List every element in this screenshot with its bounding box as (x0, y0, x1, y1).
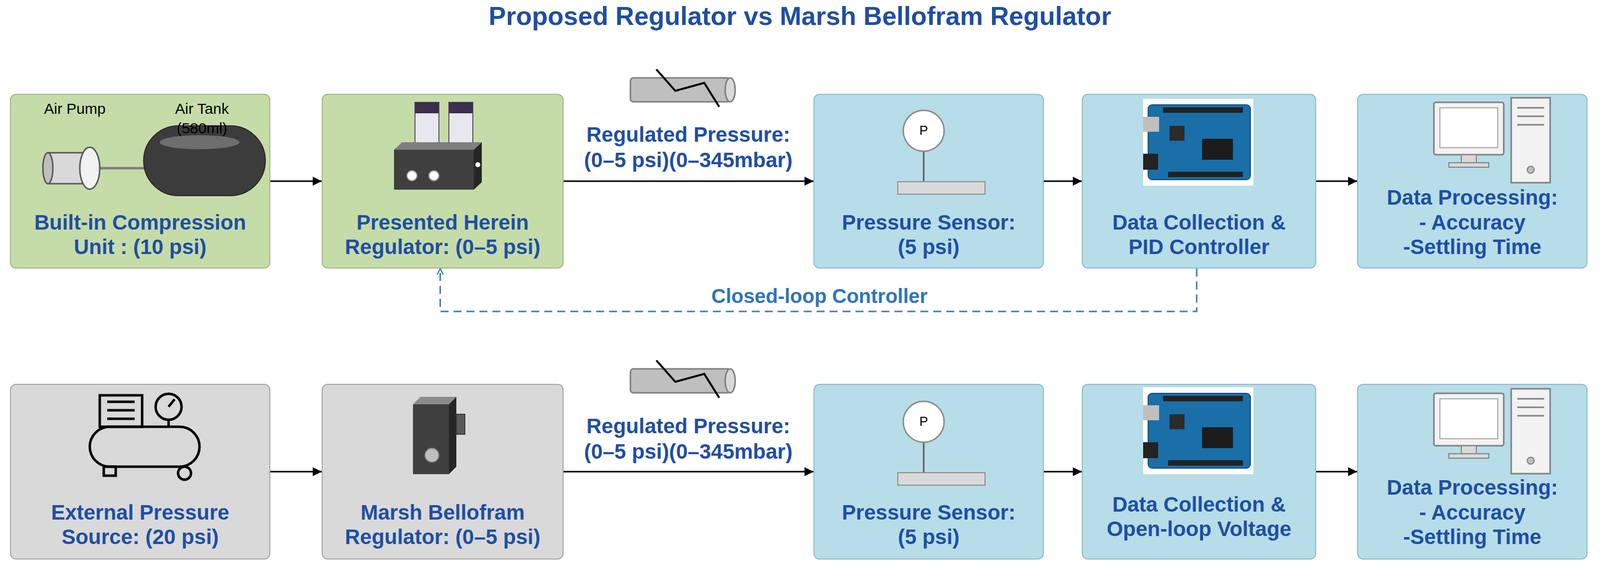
tube-icon (630, 360, 736, 398)
feedback-arrow (440, 268, 1198, 312)
sensor-symbol-label: P (908, 412, 939, 430)
node-text: Marsh Bellofram Regulator: (0–5 psi) (332, 499, 553, 550)
node-text: Data Processing: (1368, 185, 1577, 210)
flow-arrow (563, 180, 814, 183)
node-text: Data Collection & Open-loop Voltage (1094, 491, 1304, 542)
node-text: - Accuracy (1368, 499, 1577, 525)
flow-arrow (1043, 180, 1082, 183)
node-text: External Pressure Source: (20 psi) (17, 499, 263, 550)
process-box: Pressure Sensor: (5 psi) (813, 383, 1044, 560)
node-text: Presented Herein Regulator: (0–5 psi) (332, 209, 553, 260)
process-box: Presented Herein Regulator: (0–5 psi) (321, 93, 564, 269)
node-text: Pressure Sensor: (5 psi) (834, 499, 1023, 550)
flow-arrow (563, 470, 814, 473)
process-box: Data Processing:- Accuracy-Settling Time (1357, 93, 1588, 269)
diagram-title: Proposed Regulator vs Marsh Bellofram Re… (0, 0, 1600, 32)
node-text: - Accuracy (1368, 209, 1577, 235)
edge-label: Regulated Pressure: (0–5 psi)(0–345mbar) (568, 121, 808, 173)
node-text: Data Collection & PID Controller (1094, 209, 1304, 260)
flow-arrow (1316, 180, 1358, 183)
flow-arrow (1316, 470, 1358, 473)
flow-arrow (270, 180, 322, 183)
process-box: Data Collection & Open-loop Voltage (1081, 383, 1317, 560)
process-box: Data Processing:- Accuracy-Settling Time (1357, 383, 1588, 560)
part-label: Air Pump (29, 98, 120, 119)
tube-icon (630, 69, 736, 107)
flow-arrow (270, 470, 322, 473)
process-box: External Pressure Source: (20 psi) (9, 383, 271, 560)
sensor-symbol-label: P (908, 122, 939, 140)
node-text: Data Processing: (1368, 474, 1577, 500)
node-text: Pressure Sensor: (5 psi) (834, 209, 1023, 260)
process-box: Marsh Bellofram Regulator: (0–5 psi) (321, 383, 564, 560)
node-text: Built-in Compression Unit : (10 psi) (17, 209, 263, 260)
process-box: Built-in Compression Unit : (10 psi) (9, 93, 271, 269)
edge-label: Closed-loop Controller (659, 283, 980, 309)
part-label: Air Tank (580ml) (162, 98, 242, 138)
edge-label: Regulated Pressure: (0–5 psi)(0–345mbar) (568, 412, 808, 464)
node-text: -Settling Time (1368, 524, 1577, 550)
node-text: -Settling Time (1368, 234, 1577, 260)
flow-arrow (1043, 470, 1082, 473)
process-box: Pressure Sensor: (5 psi) (813, 93, 1044, 269)
process-box: Data Collection & PID Controller (1081, 93, 1317, 269)
